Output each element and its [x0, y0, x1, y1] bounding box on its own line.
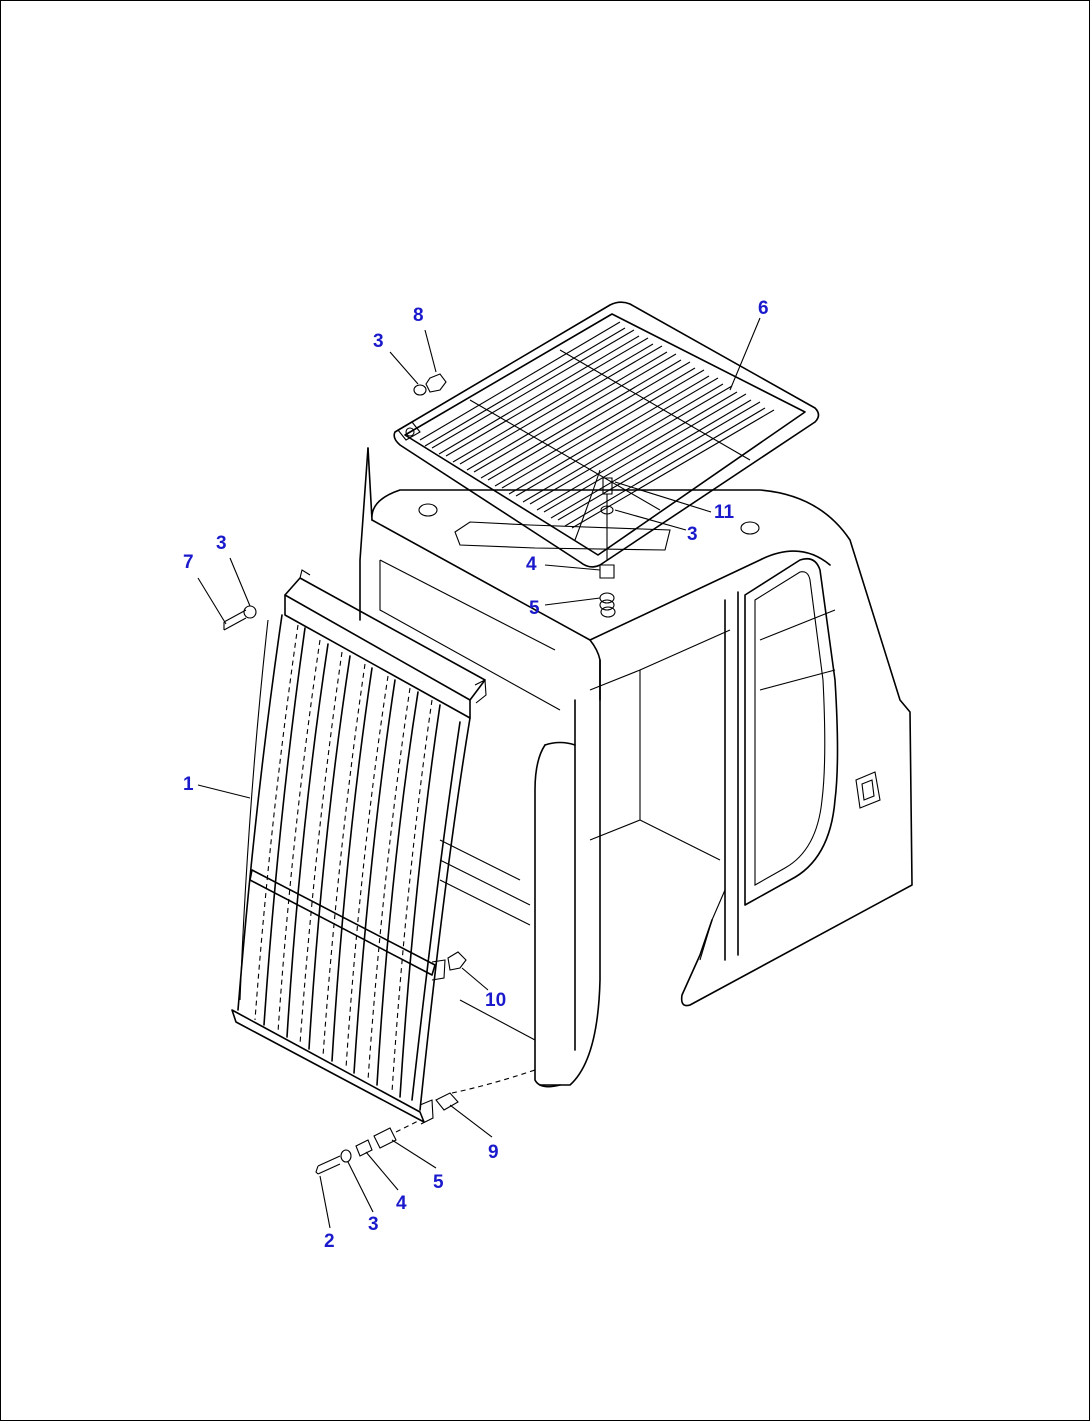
callout-8: 8 — [413, 305, 424, 326]
callout-9: 9 — [488, 1142, 499, 1163]
front-guard — [231, 569, 487, 1125]
callout-5a: 5 — [529, 598, 540, 619]
callout-1: 1 — [183, 774, 194, 795]
callout-11: 11 — [714, 502, 735, 523]
top-guard — [393, 301, 820, 568]
callout-6: 6 — [758, 298, 769, 319]
callout-2: 2 — [324, 1231, 335, 1252]
callout-4a: 4 — [526, 554, 537, 575]
callout-3a: 3 — [373, 331, 384, 352]
callout-5b: 5 — [433, 1172, 444, 1193]
callout-3c: 3 — [687, 524, 698, 545]
callout-4b: 4 — [396, 1193, 407, 1214]
callout-7: 7 — [183, 552, 194, 573]
callout-labels: 1 2 3 3 3 3 4 4 5 5 6 7 8 9 10 11 — [183, 298, 769, 1252]
leader-lines — [197, 317, 761, 1229]
callout-3d: 3 — [368, 1214, 379, 1235]
callout-3b: 3 — [216, 533, 227, 554]
operator-cab — [359, 447, 913, 1088]
callout-10: 10 — [485, 990, 506, 1011]
fasteners — [223, 373, 615, 1175]
